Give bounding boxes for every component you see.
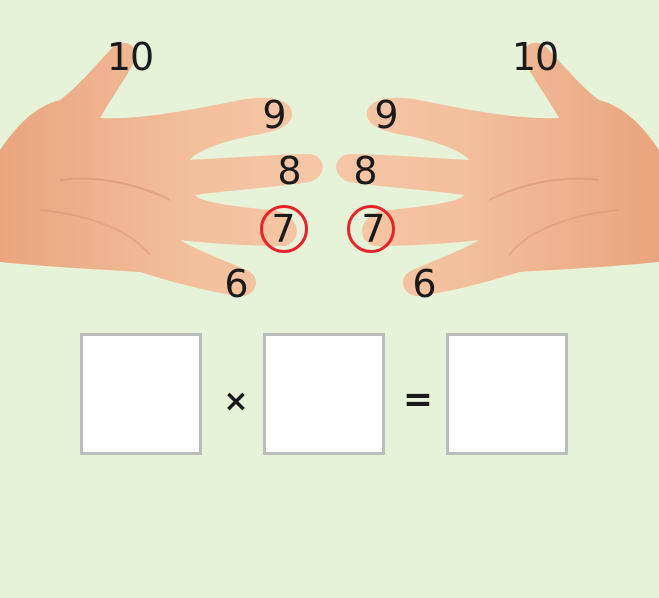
left-finger-7-label: 7: [271, 207, 295, 251]
right-hand: [336, 42, 659, 297]
left-hand: [0, 42, 323, 297]
times-sign: ×: [223, 384, 249, 419]
right-finger-6-label: 6: [412, 262, 436, 306]
left-finger-8-label: 8: [277, 149, 301, 193]
right-finger-10-label: 10: [511, 35, 559, 79]
right-selected-circle: [347, 205, 395, 253]
equals-sign: =: [402, 379, 434, 420]
first-factor-box[interactable]: [80, 333, 202, 455]
left-finger-10-label: 10: [106, 35, 154, 79]
left-finger-6-label: 6: [224, 262, 248, 306]
right-finger-8-label: 8: [353, 149, 377, 193]
second-factor-box[interactable]: [263, 333, 385, 455]
left-finger-9-label: 9: [262, 93, 286, 137]
left-selected-circle: [260, 205, 308, 253]
product-box[interactable]: [446, 333, 568, 455]
right-finger-7-label: 7: [361, 207, 385, 251]
right-finger-9-label: 9: [374, 93, 398, 137]
